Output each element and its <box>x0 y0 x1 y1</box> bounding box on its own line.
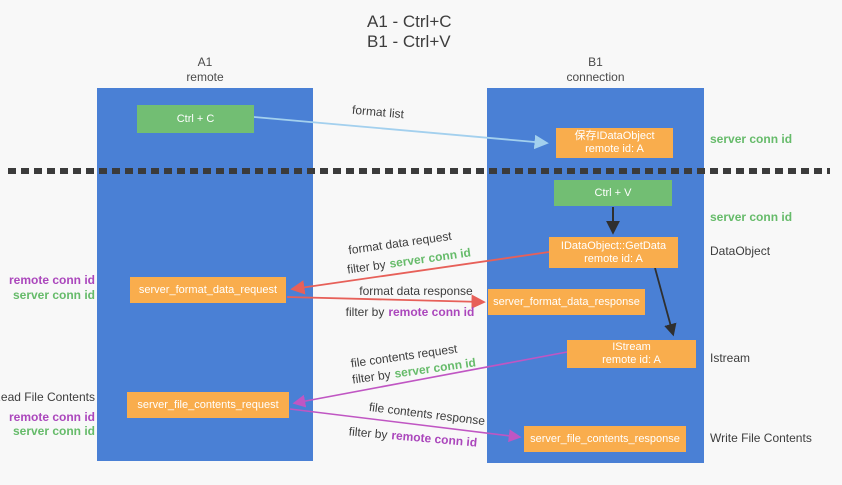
annotation-server-conn-id-left-2: server conn id <box>12 424 95 438</box>
node-format-request-label: server_format_data_request <box>138 283 278 296</box>
remote-conn-id-text: remote conn id <box>390 428 478 450</box>
node-ctrl-c-label: Ctrl + C <box>176 112 215 125</box>
label-format-data-response-text: format data response <box>359 284 473 298</box>
node-save-idataobject: 保存IDataObject remote id: A <box>556 128 673 158</box>
node-file-request-label: server_file_contents_request <box>137 398 279 411</box>
annotation-remote-conn-id-left-1: remote conn id <box>8 273 95 287</box>
label-format-list: format list <box>351 103 404 121</box>
label-format-list-text: format list <box>351 102 405 122</box>
column-b1-name: B1 <box>588 55 603 69</box>
remote-conn-id-text: remote conn id <box>388 305 475 319</box>
annotation-write-file-contents: Write File Contents <box>710 431 812 445</box>
annotation-server-conn-id-right-2: server conn id <box>710 210 793 224</box>
node-format-response-label: server_format_data_response <box>493 295 640 308</box>
node-getdata-line1: IDataObject::GetData <box>560 239 667 252</box>
column-b1-subtitle: connection <box>566 70 625 84</box>
node-save-idataobject-line2: remote id: A <box>585 143 644 155</box>
node-ctrl-c: Ctrl + C <box>137 105 254 133</box>
node-file-response-label: server_file_contents_response <box>530 432 680 445</box>
label-file-contents-response: file contents response <box>368 400 486 428</box>
annotation-server-conn-id-left-1: server conn id <box>12 288 95 302</box>
node-idataobject-getdata: IDataObject::GetData remote id: A <box>549 237 678 268</box>
filter-by-text: filter by <box>345 305 385 319</box>
node-ctrl-v-label: Ctrl + V <box>594 186 632 199</box>
node-server-file-contents-response: server_file_contents_response <box>524 426 686 452</box>
title-line-2: B1 - Ctrl+V <box>367 32 451 51</box>
column-a1-name: A1 <box>197 55 213 69</box>
annotation-server-conn-id-right-1: server conn id <box>710 132 793 146</box>
annotation-dataobject: DataObject <box>710 244 771 258</box>
filter-by-text: filter by <box>346 257 387 277</box>
annotation-istream: Istream <box>710 351 751 365</box>
node-save-idataobject-line1: 保存IDataObject <box>574 130 655 142</box>
column-a1-subtitle: remote <box>186 70 224 84</box>
node-ctrl-v: Ctrl + V <box>554 180 672 206</box>
column-header-b1: B1 connection <box>487 55 704 85</box>
node-istream: IStream remote id: A <box>567 340 696 368</box>
dashed-divider <box>8 168 830 174</box>
column-header-a1: A1 remote <box>97 55 313 85</box>
annotation-read-file-contents: Read File Contents <box>0 390 95 404</box>
node-getdata-line2: remote id: A <box>584 252 643 265</box>
node-istream-line1: IStream <box>612 341 651 353</box>
node-server-format-data-request: server_format_data_request <box>130 277 286 303</box>
diagram-title: A1 - Ctrl+C B1 - Ctrl+V <box>367 12 452 52</box>
title-line-1: A1 - Ctrl+C <box>367 12 452 31</box>
filter-by-text: filter by <box>351 367 392 387</box>
label-format-data-response: format data response <box>359 284 472 298</box>
filter-by-text: filter by <box>348 424 389 442</box>
label-file-contents-response-text: file contents response <box>368 399 486 429</box>
node-istream-line2: remote id: A <box>602 354 661 366</box>
annotation-remote-conn-id-left-2: remote conn id <box>8 410 95 424</box>
node-server-format-data-response: server_format_data_response <box>488 289 645 315</box>
node-server-file-contents-request: server_file_contents_request <box>127 392 289 418</box>
